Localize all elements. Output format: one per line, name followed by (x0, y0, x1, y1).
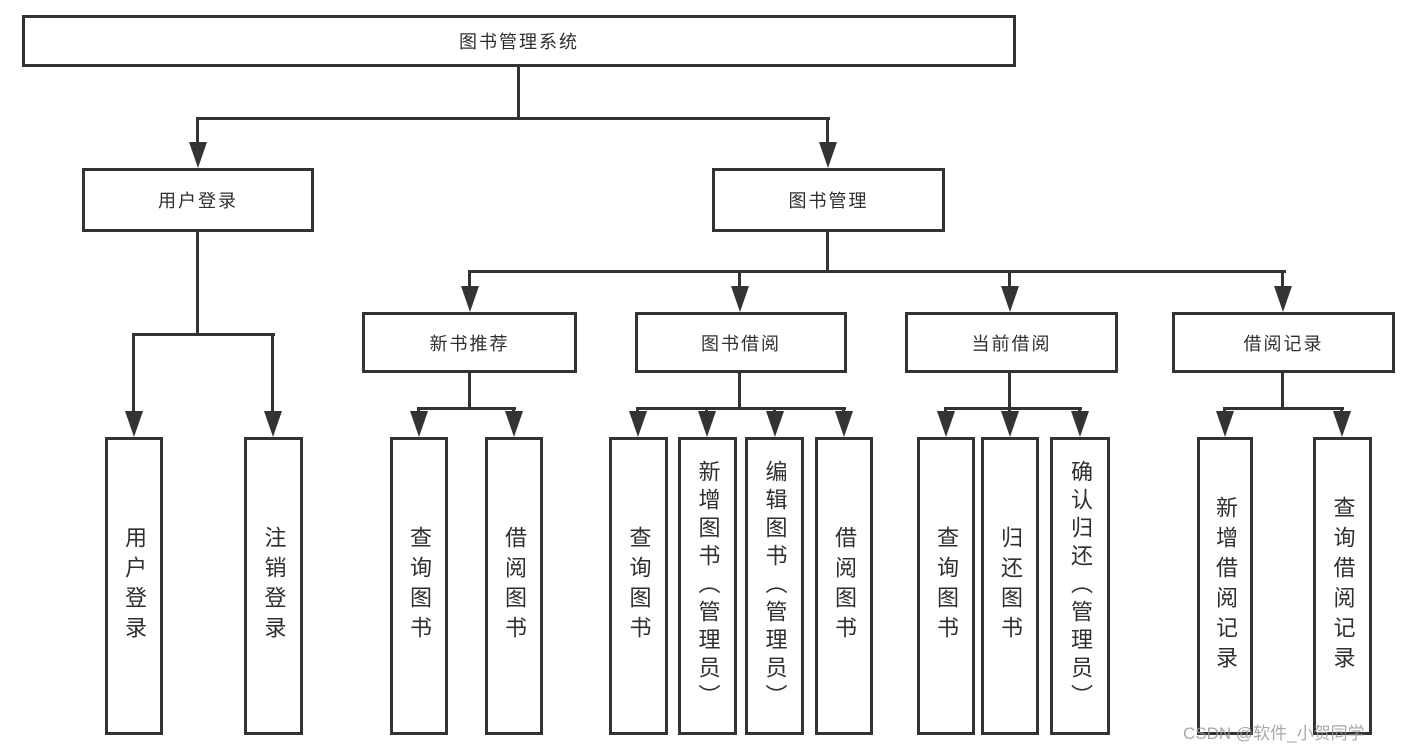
leaf-query-books-2: 查询图书 (609, 437, 668, 735)
node-book-borrow-label: 图书借阅 (701, 333, 781, 354)
arrow-down-icon (629, 411, 647, 437)
connector-user-login-bus (132, 333, 275, 336)
leaf-confirm-return-admin: 确认归还（管理员） (1050, 437, 1110, 735)
arrow-down-icon (125, 411, 143, 437)
arrow-down-icon (937, 411, 955, 437)
connector-new-book-bus (417, 407, 516, 410)
leaf-borrow-books-1: 借阅图书 (485, 437, 543, 735)
leaf-query-books-1: 查询图书 (390, 437, 448, 735)
leaf-edit-books-admin: 编辑图书（管理员） (745, 437, 804, 735)
arrow-down-icon (698, 411, 716, 437)
node-borrow-records: 借阅记录 (1172, 312, 1395, 373)
node-user-login: 用户登录 (82, 168, 314, 232)
node-book-management: 图书管理 (712, 168, 945, 232)
leaf-query-books-3-label: 查询图书 (934, 526, 959, 646)
node-book-management-label: 图书管理 (788, 191, 869, 211)
arrow-down-icon (410, 411, 428, 437)
node-current-borrow-label: 当前借阅 (971, 333, 1052, 354)
node-current-borrow: 当前借阅 (905, 312, 1118, 373)
leaf-query-borrow-record-label: 查询借阅记录 (1330, 496, 1356, 676)
arrow-down-icon (1071, 411, 1089, 437)
connector-root-stem (517, 67, 520, 119)
leaf-add-borrow-record: 新增借阅记录 (1197, 437, 1253, 735)
arrow-down-icon (1001, 286, 1019, 312)
connector-drop-leaf-user-login (132, 333, 135, 413)
csdn-watermark: CSDN @软件_小贺同学 (1183, 724, 1365, 743)
connector-current-borrow-bus (944, 407, 1082, 410)
arrow-down-icon (766, 411, 784, 437)
connector-borrow-records-stem (1281, 373, 1284, 409)
connector-drop-borrow-records (1281, 270, 1284, 290)
leaf-add-borrow-record-label: 新增借阅记录 (1213, 496, 1238, 676)
connector-drop-current-borrow (1008, 270, 1011, 290)
leaf-edit-books-admin-label: 编辑图书（管理员） (762, 460, 788, 712)
arrow-down-icon (1001, 411, 1019, 437)
leaf-logout-label: 注销登录 (261, 526, 287, 646)
arrow-down-icon (461, 286, 479, 312)
leaf-add-books-admin: 新增图书（管理员） (678, 437, 737, 735)
arrow-down-icon (505, 411, 523, 437)
leaf-query-books-1-label: 查询图书 (407, 526, 432, 646)
leaf-borrow-books-2-label: 借阅图书 (832, 526, 857, 646)
leaf-return-books-label: 归还图书 (998, 526, 1023, 646)
connector-book-management-bus (468, 270, 1286, 273)
arrow-down-icon (189, 142, 207, 168)
node-borrow-records-label: 借阅记录 (1243, 333, 1324, 354)
leaf-query-borrow-record: 查询借阅记录 (1313, 437, 1372, 735)
connector-drop-leaf-logout (271, 333, 274, 413)
connector-root-bus (196, 117, 830, 120)
connector-book-borrow-bus (636, 407, 846, 410)
leaf-confirm-return-admin-label: 确认归还（管理员） (1068, 460, 1093, 712)
connector-drop-user-login (196, 117, 199, 145)
node-user-login-label: 用户登录 (158, 191, 238, 211)
connector-borrow-records-bus (1223, 407, 1344, 410)
leaf-return-books: 归还图书 (981, 437, 1039, 735)
connector-user-login-stem (196, 232, 199, 335)
leaf-logout: 注销登录 (244, 437, 303, 735)
leaf-user-login: 用户登录 (105, 437, 163, 735)
arrow-down-icon (731, 286, 749, 312)
node-root: 图书管理系统 (22, 15, 1016, 67)
node-new-book-recommend: 新书推荐 (362, 312, 577, 373)
node-root-label: 图书管理系统 (459, 32, 579, 52)
connector-book-management-stem (826, 232, 829, 273)
connector-drop-book-management (826, 117, 829, 145)
arrow-down-icon (1274, 286, 1292, 312)
arrow-down-icon (835, 411, 853, 437)
arrow-down-icon (1333, 411, 1351, 437)
arrow-down-icon (264, 411, 282, 437)
leaf-query-books-3: 查询图书 (917, 437, 975, 735)
leaf-borrow-books-1-label: 借阅图书 (502, 526, 527, 646)
arrow-down-icon (819, 142, 837, 168)
leaf-query-books-2-label: 查询图书 (626, 526, 652, 646)
node-book-borrow: 图书借阅 (635, 312, 847, 373)
node-new-book-recommend-label: 新书推荐 (429, 333, 510, 354)
connector-new-book-stem (468, 373, 471, 409)
connector-drop-book-borrow (738, 270, 741, 290)
connector-book-borrow-stem (738, 373, 741, 409)
leaf-borrow-books-2: 借阅图书 (815, 437, 873, 735)
leaf-add-books-admin-label: 新增图书（管理员） (695, 460, 721, 712)
connector-drop-new-book (468, 270, 471, 290)
leaf-user-login-label: 用户登录 (122, 526, 147, 646)
arrow-down-icon (1216, 411, 1234, 437)
connector-current-borrow-stem (1008, 373, 1011, 409)
